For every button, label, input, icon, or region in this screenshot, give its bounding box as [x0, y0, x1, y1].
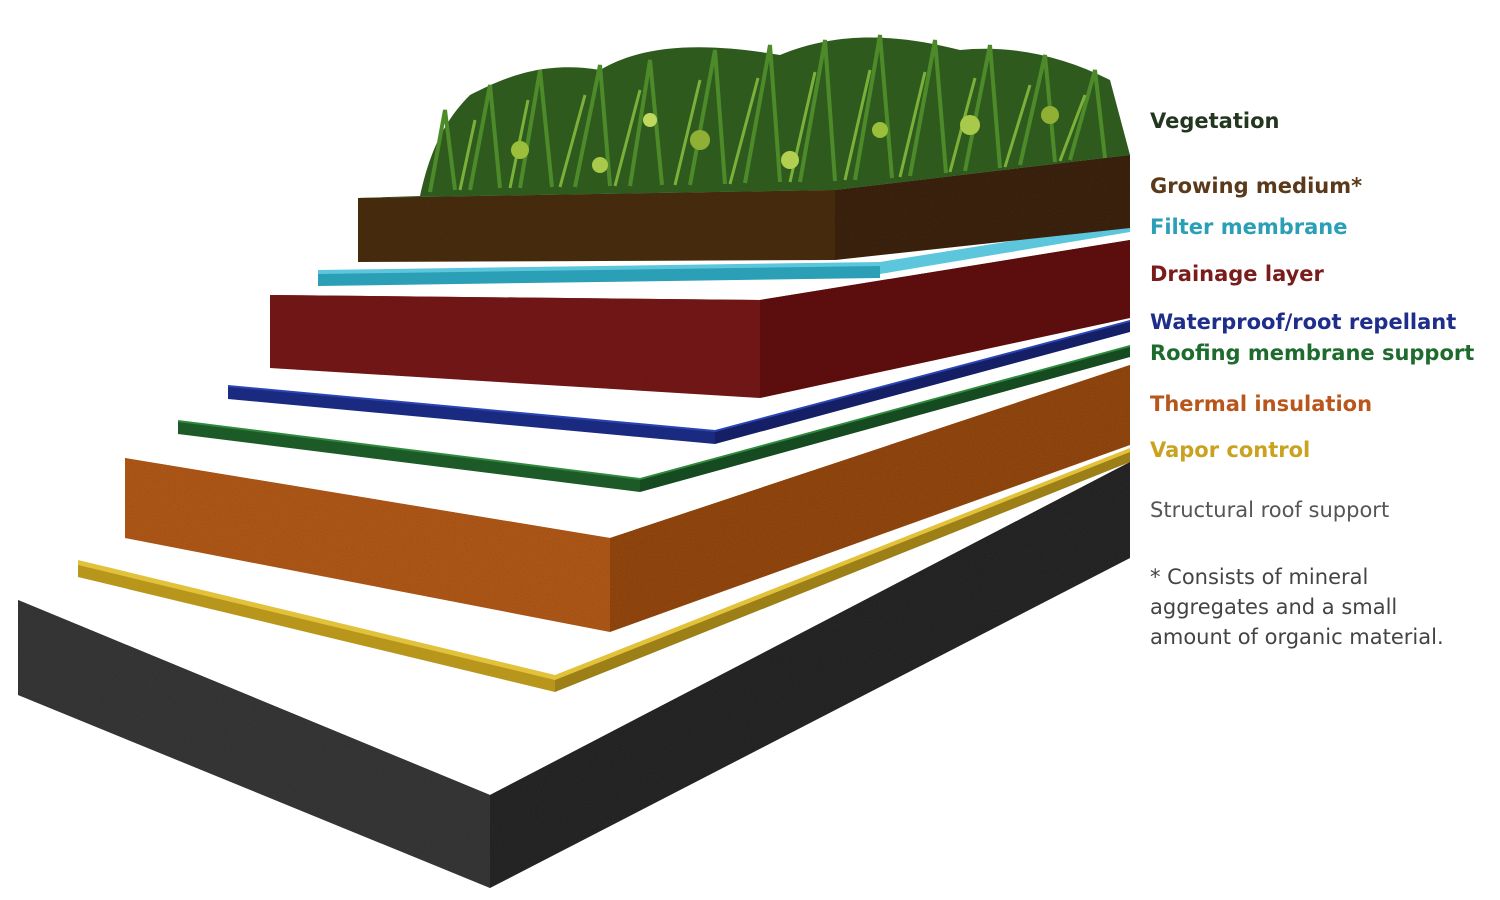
- label-roofing-membrane-support: Roofing membrane support: [1150, 341, 1474, 365]
- footnote-line: aggregates and a small: [1150, 592, 1444, 622]
- label-drainage-layer: Drainage layer: [1150, 262, 1324, 286]
- label-vapor-control: Vapor control: [1150, 438, 1310, 462]
- label-growing-medium: Growing medium*: [1150, 174, 1362, 198]
- label-vegetation: Vegetation: [1150, 109, 1279, 133]
- footnote-line: amount of organic material.: [1150, 622, 1444, 652]
- footnote: * Consists of mineral aggregates and a s…: [1150, 562, 1444, 652]
- label-structural-roof-support: Structural roof support: [1150, 498, 1389, 522]
- footnote-line: * Consists of mineral: [1150, 562, 1444, 592]
- label-waterproof-root-repellant: Waterproof/root repellant: [1150, 310, 1456, 334]
- label-thermal-insulation: Thermal insulation: [1150, 392, 1372, 416]
- drainage-layer-block: [270, 240, 1130, 398]
- label-filter-membrane: Filter membrane: [1150, 215, 1347, 239]
